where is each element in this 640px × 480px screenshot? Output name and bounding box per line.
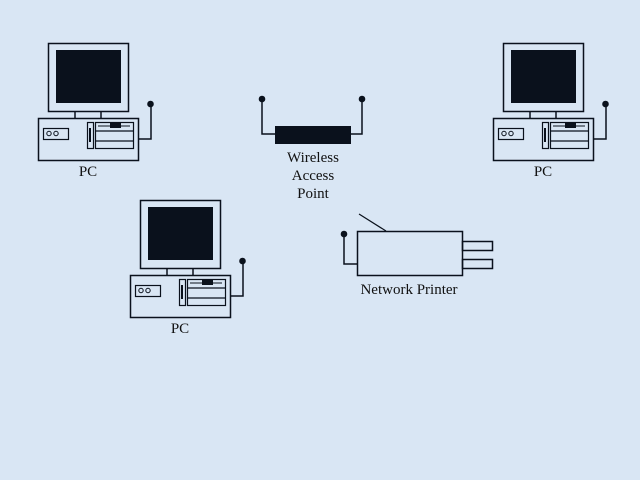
- pc-node-3[interactable]: PC: [129, 199, 247, 338]
- desktop-computer-icon: [37, 42, 155, 162]
- pc-node-1[interactable]: PC: [37, 42, 155, 181]
- access-point-label-line-3: Point: [297, 186, 330, 202]
- wireless-access-point-icon: [258, 95, 366, 144]
- access-point-label-line-1: Wireless: [287, 150, 339, 166]
- pc-node-2[interactable]: PC: [492, 42, 610, 181]
- pc-label: PC: [171, 321, 189, 337]
- desktop-computer-icon: [129, 199, 247, 319]
- printer-label: Network Printer: [360, 282, 457, 298]
- access-point-node[interactable]: Wireless Access Point: [258, 95, 366, 202]
- printer-node[interactable]: Network Printer: [340, 213, 494, 298]
- access-point-label-line-2: Access: [292, 168, 335, 184]
- desktop-computer-icon: [492, 42, 610, 162]
- pc-label: PC: [79, 164, 97, 180]
- pc-label: PC: [534, 164, 552, 180]
- printer-icon: [340, 213, 494, 277]
